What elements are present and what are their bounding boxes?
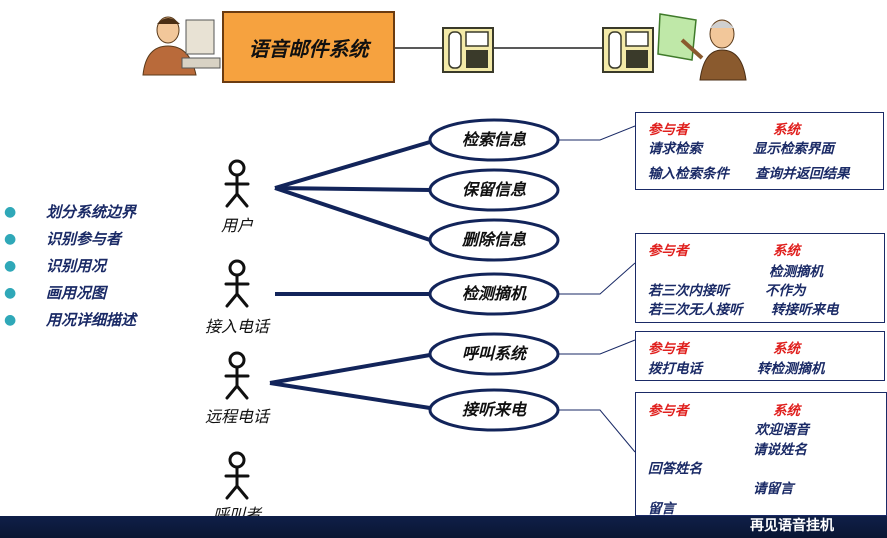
actor-label-remote-call: 远程电话 [204, 407, 269, 426]
use-case-retrieve[interactable] [428, 118, 560, 162]
actor-step: 回答姓名 [648, 461, 702, 477]
note-connectors [558, 125, 636, 453]
actor-step: 若三次内接听 [648, 283, 729, 299]
footer-bar [0, 516, 887, 538]
system-box: 语音邮件系统 [222, 11, 395, 83]
system-title: 语音邮件系统 [248, 36, 369, 61]
actor-user-figure [224, 159, 250, 208]
goodbye-hangup-text: 再见语音挂机 [750, 518, 834, 534]
detect-detail-box: 参与者 系统 检测摘机 若三次内接听 不作为 若三次无人接听 转接听来电 [635, 233, 885, 323]
system-step: 转检测摘机 [757, 361, 825, 377]
list-item: ● 识别参与者 [4, 230, 122, 248]
use-case-label-retrieve: 检索信息 [461, 130, 526, 149]
bullet-icon: ● [4, 312, 17, 328]
actor-label-incoming-call: 接入电话 [204, 317, 269, 336]
use-case-label-save: 保留信息 [461, 180, 526, 199]
presenter-icon [657, 13, 747, 81]
participant-header: 参与者 [648, 341, 689, 357]
system-header: 系统 [773, 403, 800, 419]
system-header: 系统 [773, 341, 800, 357]
participant-header: 参与者 [648, 243, 689, 259]
actor-step: 留言 [648, 501, 675, 517]
actor-step: 若三次无人接听 [648, 302, 743, 318]
system-step: 检测摘机 [769, 264, 823, 280]
telephone-icon [442, 27, 494, 73]
bullet-icon: ● [4, 231, 17, 247]
actor-caller-figure [224, 451, 250, 500]
actor-step: 请求检索 [648, 141, 702, 157]
system-header: 系统 [773, 122, 800, 138]
use-case-detect-pickup[interactable] [428, 272, 560, 316]
list-item: ● 画用况图 [4, 284, 107, 302]
person-at-computer-icon [142, 16, 221, 76]
use-case-answer-call[interactable] [428, 388, 560, 432]
telephone-icon [602, 27, 654, 73]
use-case-ellipses [428, 118, 560, 432]
system-step: 转接听来电 [771, 302, 839, 318]
system-step: 不作为 [765, 283, 806, 299]
use-case-delete[interactable] [428, 218, 560, 262]
actor-incoming-call-figure [224, 259, 250, 308]
retrieve-detail-box: 参与者 系统 请求检索 显示检索界面 输入检索条件 查询并返回结果 [635, 112, 884, 190]
system-step: 欢迎语音 [755, 422, 809, 438]
actor-step: 输入检索条件 [648, 166, 729, 182]
participant-header: 参与者 [648, 122, 689, 138]
system-step: 请留言 [753, 481, 794, 497]
system-step: 查询并返回结果 [755, 166, 850, 182]
use-case-label-delete: 删除信息 [461, 230, 526, 249]
use-case-call-system[interactable] [428, 332, 560, 376]
list-item: ● 识别用况 [4, 257, 107, 275]
use-case-save[interactable] [428, 168, 560, 212]
participant-header: 参与者 [648, 403, 689, 419]
system-step: 显示检索界面 [753, 141, 834, 157]
bullet-icon: ● [4, 258, 17, 274]
step-list: ● 划分系统边界 ● 识别参与者 ● 识别用况 ● 画用况图 ● 用况详细描述 [4, 203, 174, 338]
actor-label-user: 用户 [220, 216, 253, 235]
bullet-icon: ● [4, 204, 17, 220]
actor-remote-call-figure [224, 351, 250, 400]
list-item: ● 划分系统边界 [4, 203, 137, 221]
use-case-label-call-system: 呼叫系统 [461, 344, 526, 363]
actor-step: 拨打电话 [648, 361, 702, 377]
list-item: ● 用况详细描述 [4, 311, 137, 329]
bullet-icon: ● [4, 285, 17, 301]
association-lines [269, 140, 431, 410]
answer-detail-box: 参与者 系统 欢迎语音 请说姓名 回答姓名 请留言 留言 [635, 392, 887, 517]
system-step: 请说姓名 [753, 442, 807, 458]
use-case-label-answer-call: 接听来电 [461, 400, 526, 419]
use-case-label-detect-pickup: 检测摘机 [461, 284, 526, 303]
system-header: 系统 [773, 243, 800, 259]
call-detail-box: 参与者 系统 拨打电话 转检测摘机 [635, 331, 885, 381]
